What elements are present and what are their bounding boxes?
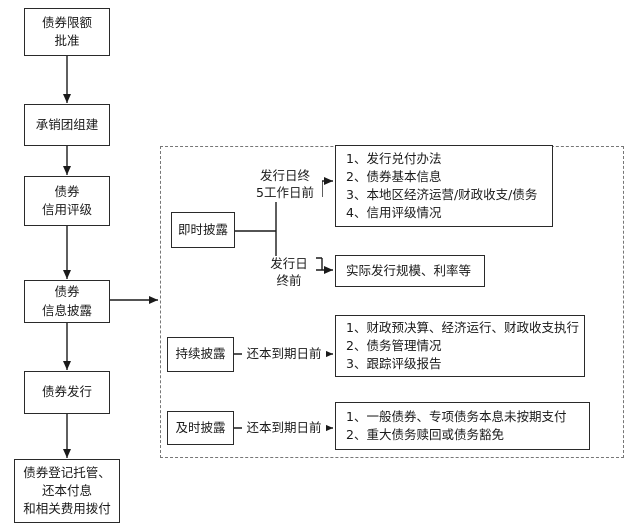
step-bond-issuance-label: 债券发行	[41, 384, 92, 400]
timely-disclosure-label: 及时披露	[175, 419, 226, 435]
step-registration-payment-line2: 还本付息	[41, 482, 92, 498]
step-underwriting-syndicate-label: 承销团组建	[35, 116, 99, 132]
immediate-timing2: 发行日 终前	[262, 256, 316, 290]
timely-disclosure-box: 及时披露	[167, 411, 234, 445]
continuous-disclosure-label: 持续披露	[175, 346, 226, 362]
step-information-disclosure-line2: 信息披露	[41, 302, 92, 318]
step-credit-rating-line2: 信用评级	[41, 202, 92, 217]
step-credit-rating: 债券 信用评级	[24, 176, 110, 226]
timely-items-box: 1、一般债券、专项债务本息未按期支付 2、重大债务赎回或债务豁免	[335, 402, 590, 450]
immediate-timing2-line1: 发行日	[270, 256, 308, 271]
step-information-disclosure-line1: 债券	[54, 284, 80, 300]
continuous-item2: 2、债务管理情况	[346, 337, 442, 353]
immediate-disclosure-box: 即时披露	[171, 212, 235, 248]
immediate-item1: 1、发行兑付办法	[346, 150, 442, 166]
immediate-item3: 3、本地区经济运营/财政收支/债务	[346, 187, 538, 202]
step-quota-approval: 债券限额 批准	[24, 8, 110, 56]
continuous-item1: 1、财政预决算、经济运行、财政收支执行	[346, 319, 579, 335]
immediate-timing1: 发行日终 5工作日前	[248, 168, 322, 202]
immediate-item4: 4、信用评级情况	[346, 205, 442, 221]
timely-timing: 还本到期日前	[242, 420, 326, 437]
immediate-items2-text: 实际发行规模、利率等	[346, 262, 472, 278]
step-quota-approval-line1: 债券限额	[41, 14, 92, 30]
continuous-timing-text: 还本到期日前	[246, 346, 322, 361]
immediate-timing1-line1: 发行日终	[259, 168, 310, 183]
step-credit-rating-line1: 债券	[54, 183, 80, 199]
continuous-timing: 还本到期日前	[242, 346, 326, 363]
continuous-disclosure-box: 持续披露	[167, 337, 234, 372]
step-registration-payment-line1: 债券登记托管、	[23, 464, 111, 480]
immediate-disclosure-label: 即时披露	[177, 221, 228, 237]
step-information-disclosure: 债券 信息披露	[24, 280, 110, 323]
immediate-items2-box: 实际发行规模、利率等	[335, 255, 485, 287]
step-quota-approval-line2: 批准	[54, 33, 80, 48]
immediate-item2: 2、债券基本信息	[346, 168, 442, 184]
continuous-item3: 3、跟踪评级报告	[346, 356, 442, 372]
timely-item1: 1、一般债券、专项债务本息未按期支付	[346, 408, 567, 424]
immediate-items1-box: 1、发行兑付办法 2、债券基本信息 3、本地区经济运营/财政收支/债务 4、信用…	[335, 145, 553, 227]
step-underwriting-syndicate: 承销团组建	[24, 104, 110, 146]
step-registration-payment-line3: 和相关费用拨付	[23, 501, 111, 517]
immediate-timing2-line2: 终前	[276, 272, 302, 288]
timely-timing-text: 还本到期日前	[246, 420, 322, 435]
continuous-items-box: 1、财政预决算、经济运行、财政收支执行 2、债务管理情况 3、跟踪评级报告	[335, 315, 585, 377]
immediate-timing1-line2: 5工作日前	[256, 184, 314, 200]
step-registration-payment: 债券登记托管、 还本付息 和相关费用拨付	[14, 459, 120, 523]
step-bond-issuance: 债券发行	[24, 371, 110, 414]
timely-item2: 2、重大债务赎回或债务豁免	[346, 427, 504, 442]
